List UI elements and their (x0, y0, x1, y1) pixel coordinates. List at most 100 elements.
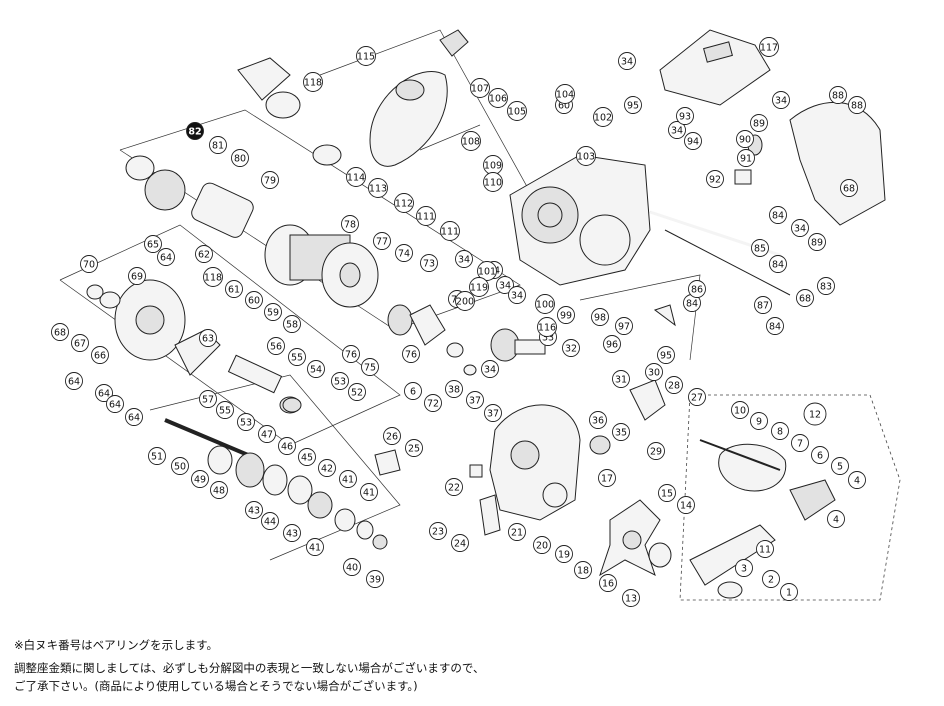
callout-96: 96 (603, 335, 621, 353)
svg-text:24: 24 (454, 538, 466, 549)
callout-64: 64 (65, 372, 83, 390)
callout-111: 111 (416, 206, 436, 226)
callout-104: 104 (555, 84, 575, 104)
callout-18: 18 (574, 561, 592, 579)
svg-text:88: 88 (832, 90, 844, 101)
callout-106: 106 (488, 88, 508, 108)
callout-20: 20 (533, 536, 551, 554)
svg-text:4: 4 (833, 514, 839, 525)
callout-41: 41 (339, 470, 357, 488)
svg-text:41: 41 (342, 474, 354, 485)
callout-55: 55 (216, 401, 234, 419)
svg-text:23: 23 (432, 526, 444, 537)
callout-118: 118 (303, 72, 323, 92)
callout-99: 99 (557, 306, 575, 324)
svg-text:37: 37 (487, 408, 499, 419)
svg-text:97: 97 (618, 321, 630, 332)
callout-56: 56 (267, 337, 285, 355)
callout-37: 37 (466, 391, 484, 409)
callout-46: 46 (278, 437, 296, 455)
callout-84: 84 (766, 317, 784, 335)
callout-30: 30 (645, 363, 663, 381)
callout-13: 13 (622, 589, 640, 607)
part-side-plate-65 (86, 279, 186, 361)
part-handle-assembly (689, 439, 836, 599)
callout-40: 40 (343, 558, 361, 576)
callout-119: 119 (469, 277, 489, 297)
callout-79: 79 (261, 171, 279, 189)
svg-text:17: 17 (601, 473, 613, 484)
callout-9: 9 (750, 412, 768, 430)
svg-text:21: 21 (511, 527, 523, 538)
svg-text:34: 34 (794, 223, 806, 234)
svg-text:114: 114 (347, 172, 365, 183)
callout-72: 72 (424, 394, 442, 412)
callout-88: 88 (829, 86, 847, 104)
callout-109: 109 (483, 155, 503, 175)
svg-text:106: 106 (489, 93, 507, 104)
svg-text:79: 79 (264, 175, 276, 186)
callout-6: 6 (404, 382, 422, 400)
svg-text:19: 19 (558, 549, 570, 560)
part-collar-52 (282, 397, 302, 413)
svg-text:5: 5 (837, 461, 843, 472)
svg-text:34: 34 (458, 254, 470, 265)
callout-53: 53 (237, 413, 255, 431)
callout-43: 43 (245, 501, 263, 519)
svg-text:91: 91 (740, 153, 752, 164)
callout-16: 16 (599, 574, 617, 592)
svg-text:44: 44 (264, 516, 276, 527)
part-levelwind-shafts (649, 210, 791, 296)
callout-36: 36 (589, 411, 607, 429)
svg-text:6: 6 (817, 450, 823, 461)
svg-text:40: 40 (346, 562, 358, 573)
svg-text:3: 3 (741, 563, 747, 574)
callout-58: 58 (283, 315, 301, 333)
svg-text:37: 37 (469, 395, 481, 406)
svg-text:119: 119 (470, 282, 488, 293)
callout-54: 54 (307, 360, 325, 378)
part-frame (509, 154, 651, 286)
callout-41: 41 (360, 483, 378, 501)
callout-75: 75 (361, 358, 379, 376)
callout-38: 38 (445, 380, 463, 398)
part-spool-78 (264, 224, 379, 308)
callout-19: 19 (555, 545, 573, 563)
part-lever-23 (479, 494, 501, 536)
callout-77: 77 (373, 232, 391, 250)
callout-88: 88 (848, 96, 866, 114)
svg-text:61: 61 (228, 284, 240, 295)
callout-68: 68 (796, 289, 814, 307)
callout-97: 97 (615, 317, 633, 335)
callout-95: 95 (624, 96, 642, 114)
svg-text:96: 96 (606, 339, 618, 350)
callout-82: 82 (186, 122, 204, 140)
callout-8: 8 (771, 422, 789, 440)
callout-11: 11 (756, 540, 774, 558)
svg-text:10: 10 (734, 405, 746, 416)
callout-52: 52 (348, 383, 366, 401)
svg-text:39: 39 (369, 574, 381, 585)
svg-text:86: 86 (691, 284, 703, 295)
svg-text:84: 84 (772, 259, 784, 270)
callout-61: 61 (225, 280, 243, 298)
callout-74: 74 (395, 244, 413, 262)
svg-text:46: 46 (281, 441, 293, 452)
callout-116: 116 (537, 317, 557, 337)
callout-68: 68 (51, 323, 69, 341)
svg-text:45: 45 (301, 452, 313, 463)
svg-text:56: 56 (270, 341, 282, 352)
svg-text:34: 34 (499, 280, 511, 291)
callout-14: 14 (677, 496, 695, 514)
callout-67: 67 (71, 334, 89, 352)
svg-text:83: 83 (820, 281, 832, 292)
callout-69: 69 (128, 267, 146, 285)
svg-text:92: 92 (709, 174, 721, 185)
callout-98: 98 (591, 308, 609, 326)
svg-text:34: 34 (621, 56, 633, 67)
callout-62: 62 (195, 245, 213, 263)
callout-34: 34 (496, 276, 514, 294)
svg-text:82: 82 (188, 126, 201, 137)
callout-37: 37 (484, 404, 502, 422)
svg-text:11: 11 (759, 544, 771, 555)
